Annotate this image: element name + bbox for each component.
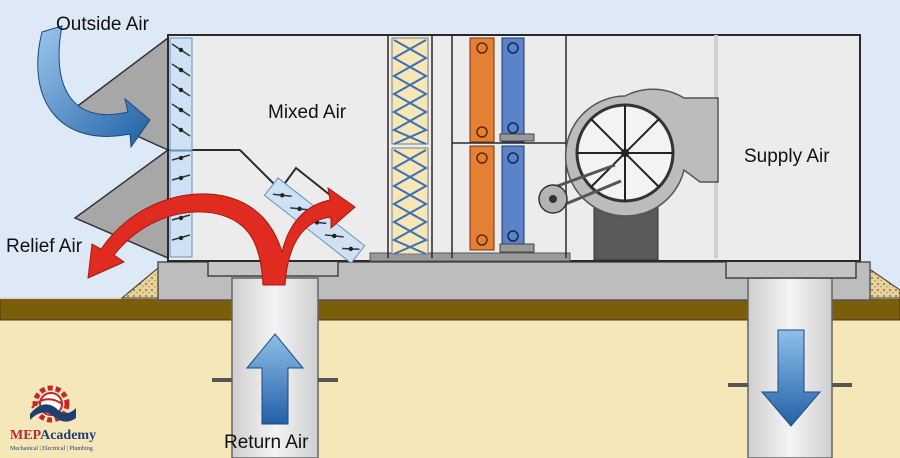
filter-upper-pleats — [391, 39, 429, 145]
drain-pan-upper — [499, 133, 535, 142]
outside-air-arrow — [37, 25, 151, 149]
cooling-coil-upper-header-top — [507, 42, 519, 54]
cooling-coil-upper — [501, 37, 525, 143]
ahu-base-rail — [369, 252, 571, 262]
cooling-coil-upper-header-bottom — [507, 122, 519, 134]
label-relief-air: Relief Air — [6, 236, 83, 257]
label-mixed-air: Mixed Air — [268, 102, 347, 123]
heating-coil-upper-header-bottom — [476, 126, 488, 138]
heating-coil-lower-header-bottom — [476, 234, 488, 246]
curb-right-gravel — [867, 267, 900, 299]
curb-left-gravel — [120, 266, 161, 299]
logo-name-bold: MEP — [10, 428, 42, 443]
drain-pan-lower — [499, 243, 535, 253]
heating-coil-upper-header-top — [476, 42, 488, 54]
filter-upper-pleats-b — [391, 39, 429, 145]
logo-wave-red-icon — [31, 398, 63, 409]
cooling-coil-lower-header-top — [507, 152, 519, 164]
label-outside-air: Outside Air — [56, 14, 150, 35]
cooling-coil-lower-header-bottom — [507, 230, 519, 242]
motor-pulley-hub — [549, 195, 557, 203]
filter-lower-pleats — [391, 149, 429, 255]
logo-wave-icon — [30, 404, 76, 422]
logo-name-rest: Academy — [40, 428, 96, 443]
supply-air-arrow — [760, 329, 822, 427]
mep-academy-logo: MEPAcademy Mechanical | Electrical | Plu… — [10, 385, 96, 452]
fan-hub — [621, 149, 629, 157]
label-return-air: Return Air — [224, 432, 309, 453]
heating-coil-upper — [469, 37, 495, 143]
logo-tagline: Mechanical | Electrical | Plumbing — [10, 446, 93, 452]
relief-air-arrow — [87, 186, 356, 286]
fan-belt-top — [551, 163, 616, 190]
filter-lower-pleats-b — [391, 149, 429, 255]
label-supply-air: Supply Air — [744, 146, 830, 167]
return-air-arrow — [245, 333, 305, 425]
logo-wordmark: MEPAcademy — [10, 428, 96, 443]
cooling-coil-lower — [501, 145, 525, 251]
mixing-baffle — [239, 149, 331, 196]
heating-coil-lower-header-top — [476, 152, 488, 164]
outside-air-damper-pivots — [178, 47, 184, 133]
